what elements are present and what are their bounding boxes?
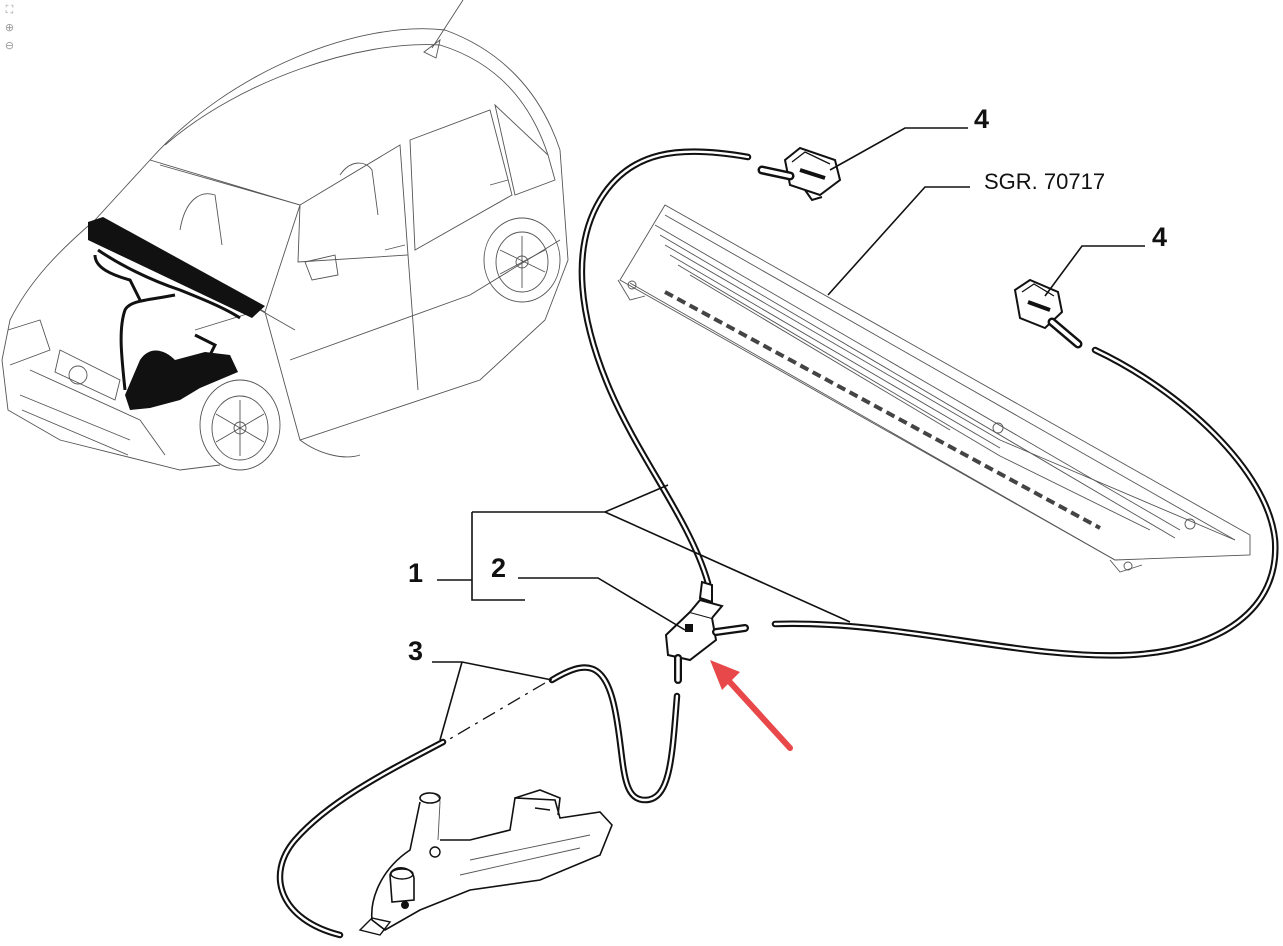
leader-lines xyxy=(432,127,1145,741)
callout-part-4-right: 4 xyxy=(1152,222,1167,252)
callout-part-3: 3 xyxy=(408,636,423,666)
zoom-out-icon[interactable]: ⊖ xyxy=(4,40,15,52)
viewer-toolbar: ⛶ ⊕ ⊖ xyxy=(3,4,19,58)
zoom-in-icon[interactable]: ⊕ xyxy=(4,22,15,34)
callout-part-4-left: 4 xyxy=(974,104,989,134)
callout-part-2: 2 xyxy=(491,553,506,583)
washer-jet-left xyxy=(757,146,842,202)
callout-part-1: 1 xyxy=(408,558,423,588)
washer-hoses xyxy=(276,148,1279,939)
car-illustration xyxy=(1,0,569,471)
washer-jet-right xyxy=(1013,278,1083,349)
highlight-arrow xyxy=(710,660,793,751)
washer-pump-reservoir xyxy=(358,789,613,936)
fit-screen-icon[interactable]: ⛶ xyxy=(5,4,14,16)
t-connector xyxy=(664,580,749,684)
cowl-panel xyxy=(617,204,1251,573)
callout-reference-sgr: SGR. 70717 xyxy=(984,169,1105,194)
